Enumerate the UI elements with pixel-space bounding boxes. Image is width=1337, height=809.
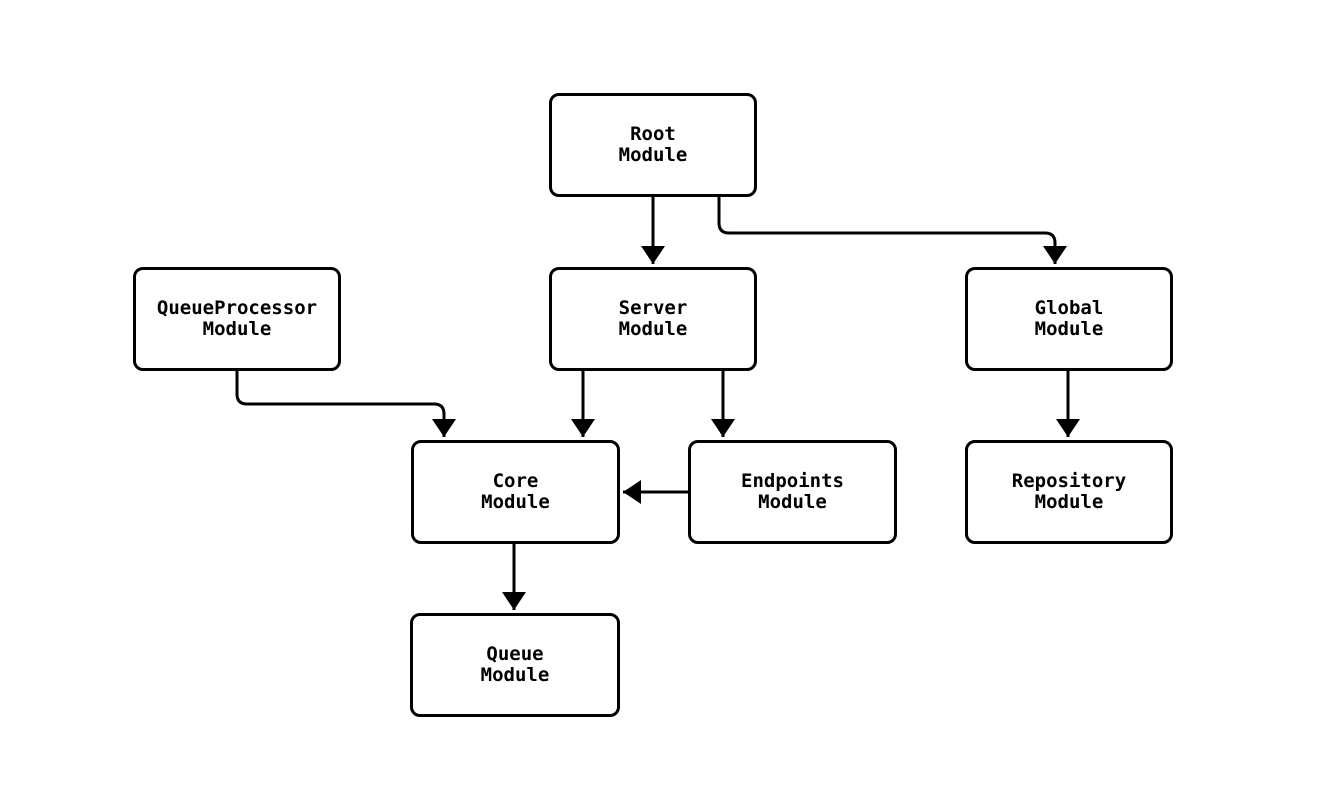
node-endpoints-module-label: Endpoints Module	[741, 470, 844, 513]
node-repository-module: Repository Module	[965, 440, 1173, 544]
node-core-module-label: Core Module	[481, 470, 550, 513]
node-endpoints-module: Endpoints Module	[688, 440, 897, 544]
node-global-module: Global Module	[965, 267, 1173, 371]
node-root-module-label: Root Module	[618, 123, 688, 166]
edge-queueprocessor-to-core	[235, 371, 456, 437]
node-server-module-label: Server Module	[618, 297, 688, 340]
node-global-module-label: Global Module	[1034, 297, 1104, 340]
node-repository-module-label: Repository Module	[1011, 470, 1127, 513]
node-queueprocessor-module: QueueProcessor Module	[133, 267, 341, 371]
node-root-module: Root Module	[549, 93, 757, 197]
node-core-module: Core Module	[411, 440, 620, 544]
node-queue-module: Queue Module	[410, 613, 620, 717]
node-server-module: Server Module	[549, 267, 757, 371]
node-queue-module-label: Queue Module	[480, 643, 550, 686]
node-queueprocessor-module-label: QueueProcessor Module	[156, 297, 318, 340]
edge-root-to-global	[717, 197, 1067, 264]
